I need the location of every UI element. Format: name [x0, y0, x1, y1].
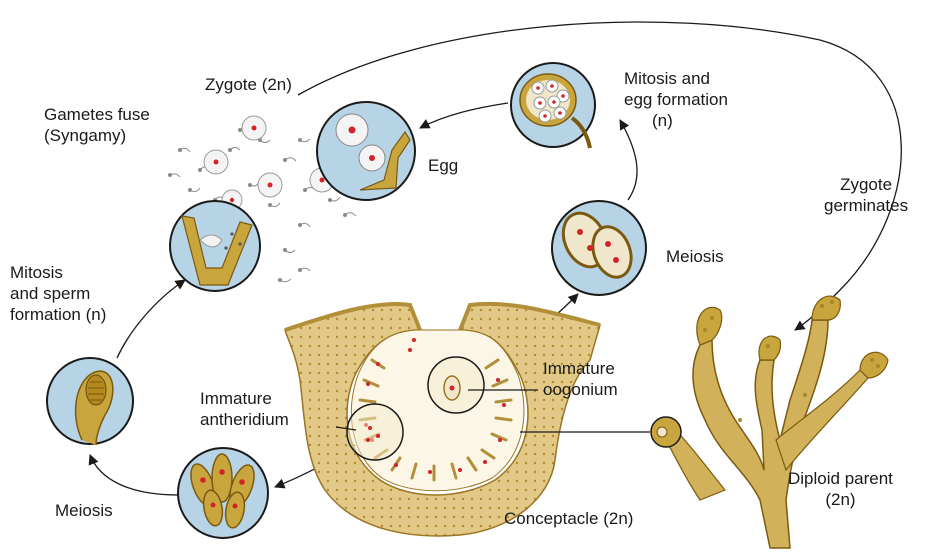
- meiosis-antheridium-circle: [178, 448, 268, 538]
- label-meiosis-right: Meiosis: [666, 246, 724, 267]
- label-mitosis-egg-line1: Mitosis and: [624, 68, 728, 89]
- label-zygote: Zygote (2n): [205, 74, 292, 95]
- label-gametes-fuse-line2: (Syngamy): [44, 125, 150, 146]
- egg-formation-circle: [511, 63, 595, 148]
- label-mitosis-egg-line3: (n): [624, 110, 728, 131]
- arrow-egg-formation-to-egg: [420, 103, 508, 128]
- label-mitosis-sperm-formation: Mitosis and sperm formation (n): [10, 262, 106, 325]
- label-oogonium-line1: Immature: [543, 358, 618, 379]
- sperm-release-circle: [170, 201, 260, 291]
- arrow-mitosis-to-sperm: [117, 280, 185, 358]
- label-mitosis-egg-formation: Mitosis and egg formation (n): [624, 68, 728, 131]
- conceptacle: [285, 304, 600, 536]
- diploid-parent-thallus: [651, 296, 888, 548]
- label-mitosis-sperm-line3: formation (n): [10, 304, 106, 325]
- label-meiosis-left: Meiosis: [55, 500, 113, 521]
- label-mitosis-egg-line2: egg formation: [624, 89, 728, 110]
- label-mitosis-sperm-line1: Mitosis: [10, 262, 106, 283]
- label-oogonium-line2: oogonium: [543, 379, 618, 400]
- label-diploid-parent-line1: Diploid parent: [788, 468, 893, 489]
- antheridium-magnifier: [347, 404, 403, 460]
- label-zygote-germinates-line2: germinates: [824, 195, 908, 216]
- label-zygote-germinates: Zygote germinates: [824, 174, 908, 216]
- label-mitosis-sperm-line2: and sperm: [10, 283, 106, 304]
- label-gametes-fuse-line1: Gametes fuse: [44, 104, 150, 125]
- label-diploid-parent-line2: (2n): [788, 489, 893, 510]
- egg-circle: [317, 102, 415, 200]
- arrow-meiosis-to-mitosis: [90, 455, 178, 495]
- label-diploid-parent: Diploid parent (2n): [788, 468, 893, 510]
- label-antheridium-line2: antheridium: [200, 409, 289, 430]
- label-immature-antheridium: Immature antheridium: [200, 388, 289, 430]
- label-antheridium-line1: Immature: [200, 388, 289, 409]
- arrow-meiosis-to-egg-formation: [620, 120, 637, 200]
- label-egg: Egg: [428, 155, 458, 176]
- label-zygote-germinates-line1: Zygote: [824, 174, 908, 195]
- label-conceptacle: Conceptacle (2n): [504, 508, 633, 529]
- label-gametes-fuse: Gametes fuse (Syngamy): [44, 104, 150, 146]
- mitosis-sperm-circle: [47, 358, 133, 445]
- label-immature-oogonium: Immature oogonium: [543, 358, 618, 400]
- meiosis-oogonium-circle: [552, 201, 646, 295]
